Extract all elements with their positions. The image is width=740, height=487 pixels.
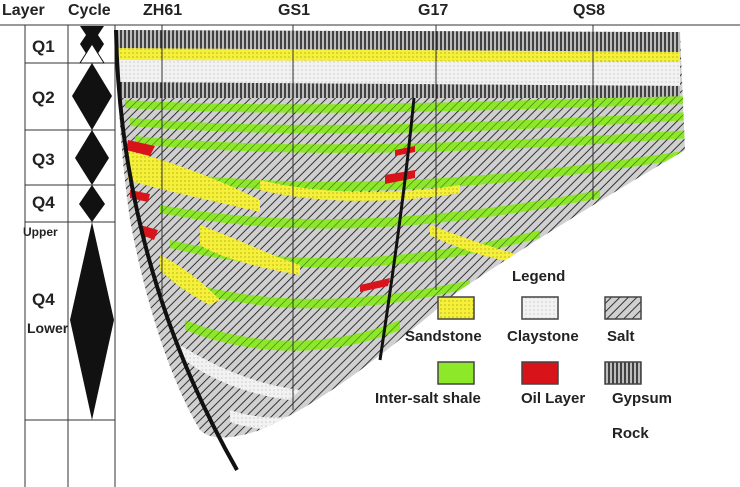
legend-label-oil: Oil Layer (521, 390, 586, 407)
legend-swatches (437, 296, 642, 385)
legend-title: Legend (512, 268, 566, 285)
layer-label-upper: Upper (23, 225, 58, 239)
legend-swatch-oil (521, 361, 559, 385)
well-lines (161, 25, 594, 410)
layer-label-q4-upper: Q4 (32, 193, 55, 212)
header-layer: Layer (2, 2, 45, 19)
cycle-symbols (70, 26, 114, 420)
legend-swatch-claystone (521, 296, 559, 320)
well-label-gs1: GS1 (278, 2, 311, 19)
legend-swatch-salt (604, 296, 642, 320)
layer-label-q1: Q1 (32, 37, 55, 56)
layer-cycle-table (0, 24, 740, 487)
layer-label-q2: Q2 (32, 88, 55, 107)
layer-label-q3: Q3 (32, 150, 55, 169)
legend-label-rock: Rock (612, 425, 649, 442)
well-label-qs8: QS8 (573, 2, 606, 19)
legend-swatch-shale (437, 361, 475, 385)
legend-label-gypsum: Gypsum (612, 390, 673, 407)
legend-label-claystone: Claystone (507, 328, 579, 345)
faults (114, 29, 416, 471)
layer-label-q4-lower: Q4 (32, 290, 55, 309)
legend-label-shale: Inter-salt shale (375, 390, 481, 407)
legend-swatch-gypsum (604, 361, 642, 385)
well-label-g17: G17 (418, 2, 449, 19)
legend-label-sandstone: Sandstone (405, 328, 482, 345)
layer-label-lower: Lower (27, 320, 69, 336)
header-cycle: Cycle (68, 2, 111, 19)
legend-swatch-sandstone (437, 296, 475, 320)
well-label-zh61: ZH61 (143, 2, 183, 19)
legend-label-salt: Salt (607, 328, 635, 345)
